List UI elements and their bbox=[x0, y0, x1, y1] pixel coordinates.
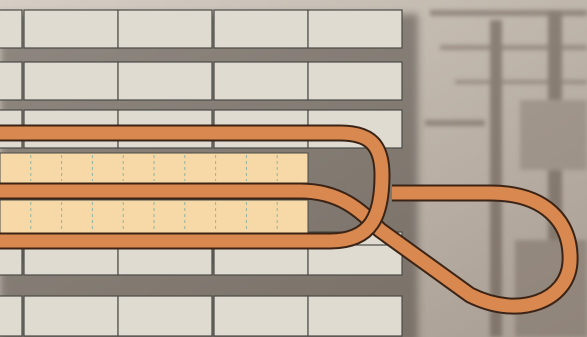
block bbox=[23, 61, 119, 101]
belt-return-strap bbox=[0, 184, 577, 313]
block bbox=[117, 244, 213, 276]
block bbox=[213, 9, 309, 49]
block bbox=[213, 295, 309, 337]
block bbox=[23, 295, 119, 337]
block bbox=[117, 295, 213, 337]
block bbox=[0, 61, 23, 101]
block bbox=[23, 9, 119, 49]
block bbox=[0, 9, 23, 49]
block bbox=[0, 244, 23, 276]
block bbox=[307, 295, 403, 337]
block bbox=[117, 61, 213, 101]
belt-loop bbox=[0, 124, 579, 315]
block bbox=[307, 244, 403, 276]
block bbox=[213, 61, 309, 101]
block bbox=[0, 295, 23, 337]
block bbox=[23, 244, 119, 276]
block bbox=[117, 9, 213, 49]
block bbox=[307, 61, 403, 101]
belt-loop-strap bbox=[0, 126, 389, 248]
block bbox=[307, 9, 403, 49]
